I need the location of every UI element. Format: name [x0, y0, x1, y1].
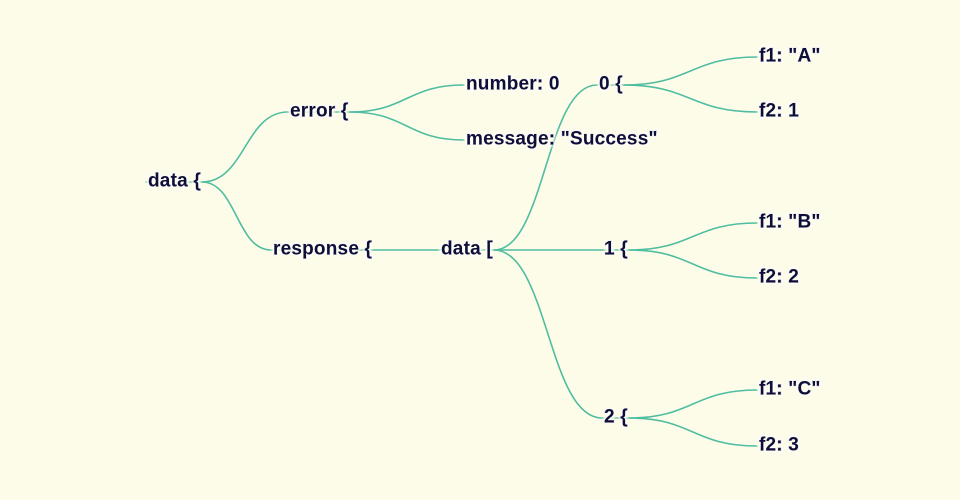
tree-node-item-2-f1[interactable]: f1: "C": [759, 378, 821, 400]
tree-node-number[interactable]: number: 0: [466, 73, 560, 95]
tree-node-item-2-f2[interactable]: f2: 3: [759, 434, 800, 456]
tree-node-item-0-f2[interactable]: f2: 1: [759, 100, 800, 122]
tree-node-item-0-f1[interactable]: f1: "A": [759, 45, 821, 67]
tree-node-data-array[interactable]: data [: [441, 238, 494, 260]
tree-node-data-object[interactable]: data {: [148, 170, 202, 192]
tree-node-item-2[interactable]: 2 {: [604, 406, 629, 428]
tree-node-item-1-f1[interactable]: f1: "B": [759, 211, 821, 233]
tree-node-item-1-f2[interactable]: f2: 2: [759, 266, 800, 288]
tree-node-item-1[interactable]: 1 {: [604, 238, 629, 260]
tree-node-message[interactable]: message: "Success": [466, 128, 658, 150]
tree-node-item-0[interactable]: 0 {: [599, 73, 624, 95]
tree-node-error[interactable]: error {: [290, 100, 349, 122]
tree-node-response[interactable]: response {: [273, 238, 373, 260]
